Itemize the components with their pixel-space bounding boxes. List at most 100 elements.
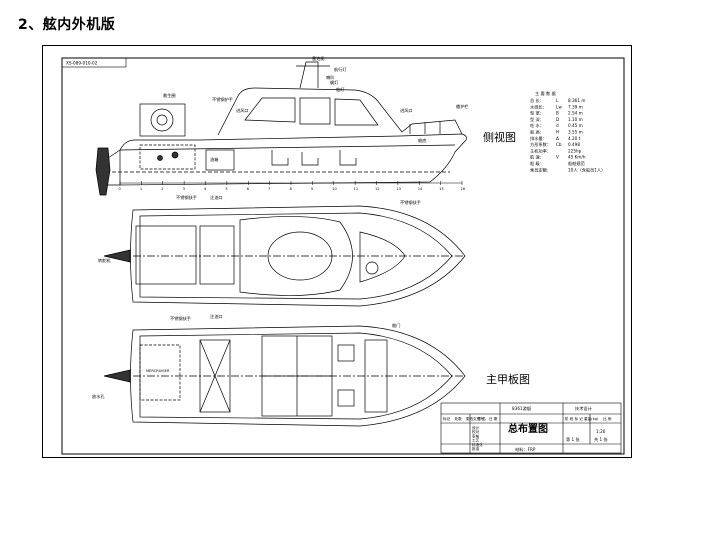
label-stern-light: 艉灯 [330, 79, 339, 86]
tb-row-label: 签 名 [478, 416, 487, 421]
particular-name: 水线长： [530, 103, 547, 110]
particular-symbol: D [556, 117, 559, 122]
deck-outboard [103, 369, 131, 383]
particular-value: 225hp [568, 148, 582, 153]
tb-scale: 1:20 [596, 429, 606, 434]
label-vent-side: 进风口 [236, 107, 249, 114]
label-steer-box: 转舵机 [98, 257, 111, 264]
particular-symbol: d [556, 123, 559, 128]
label-grab-rail-plan-2: 不锈钢扶手 [400, 199, 421, 206]
plan-view [103, 205, 466, 307]
frame-number: 5 [225, 187, 227, 191]
label-drain: 放水孔 [92, 393, 105, 400]
tb-material: 材料：FRP [515, 446, 536, 453]
frame-number: 2 [161, 187, 163, 191]
inner-border [61, 57, 625, 455]
plan-callouts: 不锈钢扶手 注油口 不锈钢扶手 转舵机 [98, 194, 421, 264]
label-hatch-deck: 舱门 [392, 322, 400, 329]
cabin-window-1 [244, 97, 296, 123]
label-side-light: 舷灯 [336, 86, 345, 93]
bow-rail [401, 119, 463, 135]
plan-windshield [359, 231, 406, 283]
frame-number: 11 [354, 187, 359, 191]
particular-symbol: Cb [556, 142, 562, 147]
label-nav-light: 航行灯 [334, 66, 347, 73]
tb-sheet: 第 1 张 [566, 436, 581, 443]
frame-number: 16 [461, 187, 466, 191]
side-callouts: 雷达桅 航行灯 喇叭 艉灯 舷灯 救生圈 不锈钢护手 进风口 进风口 艏护栏 油… [163, 55, 469, 163]
frame-number: 12 [375, 187, 380, 191]
drawing-number: XS-089-010-02 [66, 61, 98, 66]
seat-1 [271, 150, 289, 166]
drawing-sheet [42, 45, 632, 458]
label-bow-rail: 艏护栏 [456, 103, 469, 110]
label-fuel-inlet-deck: 注油口 [210, 313, 223, 320]
plan-cabin-top [239, 216, 353, 296]
plan-hull-outer [130, 205, 466, 307]
radar-mast [299, 61, 319, 89]
outboard-engine [95, 147, 111, 196]
particular-symbol: B [556, 111, 559, 116]
tb-col-label: 比 例 [603, 416, 612, 421]
tb-role: 批准 [472, 446, 480, 451]
title-block [440, 402, 622, 454]
tb-design-note: 技术设计 [575, 405, 592, 412]
frame-number: 10 [332, 187, 337, 191]
plan-outboard [103, 249, 131, 263]
particular-name: 主机功率： [530, 147, 551, 154]
particular-name: 排水量： [530, 135, 547, 142]
life-ring-frame [139, 103, 186, 137]
particular-symbol: Δ [556, 136, 559, 141]
label-stainless-rail: 不锈钢护手 [212, 96, 233, 103]
plan-aft-deck [135, 225, 197, 285]
particular-value: 10人（含船员1人） [568, 166, 605, 173]
particular-value: 船舶规范 [568, 160, 585, 167]
particulars-title: 主 要 数 据 [535, 90, 556, 97]
drawing-number-box: XS-089-010-02 [61, 57, 127, 68]
frame-number: 13 [396, 187, 401, 191]
frame-number: 1 [140, 187, 142, 191]
title-block-columns: 阶 段 标 记重量(kg) 比 例 [565, 416, 612, 421]
particular-value: 3.55 m [568, 130, 583, 135]
frame-number: 9 [311, 187, 314, 191]
section-heading: 2、舷内外机版 [18, 17, 116, 33]
deck-seat-1 [337, 344, 355, 362]
particular-name: 船 高： [530, 129, 544, 136]
particular-value: 7.39 m [568, 104, 583, 109]
particular-name: 吃 水： [530, 122, 544, 128]
frame-number: 14 [418, 187, 423, 191]
tb-col-label: 重量(kg) [584, 416, 599, 421]
particulars-table: 主 要 数 据 [535, 90, 556, 97]
frame-number: 0 [119, 187, 122, 191]
particular-symbol: V [556, 155, 559, 160]
deck-view [103, 325, 466, 427]
deck-hull-outer [130, 325, 466, 427]
side-hull [119, 133, 467, 186]
plan-seat-block [199, 225, 235, 285]
label-grab-rail-plan-1: 不锈钢扶手 [176, 194, 197, 201]
tb-role: 审核 [472, 433, 480, 438]
frame-number: 3 [183, 187, 185, 191]
particular-value: 0.45 m [568, 123, 583, 128]
cabin-window-3 [334, 98, 379, 126]
frame-number: 15 [439, 187, 444, 191]
frame-number: 6 [247, 187, 250, 191]
frame-number: 7 [268, 187, 270, 191]
particular-value: 2.54 m [568, 111, 583, 116]
label-grab-rail-deck: 不锈钢扶手 [170, 315, 191, 322]
label-bilge: 舱底 [418, 137, 426, 144]
side-view [95, 61, 467, 196]
tb-row-label: 处数 [455, 416, 463, 421]
label-fuel-inlet-plan: 注油口 [210, 194, 223, 201]
seat-2 [301, 152, 319, 166]
tb-col-label: 阶 段 标 记 [565, 416, 583, 421]
tb-role: 工艺 [472, 438, 480, 443]
particular-name: 船 级： [530, 160, 544, 167]
tb-role: 设计 [472, 425, 480, 430]
life-ring-inner [156, 114, 168, 126]
cabin-window-2 [299, 97, 331, 125]
tb-drawing-title: 总布置图 [508, 422, 548, 435]
seat-3 [339, 150, 357, 166]
particular-value: 8.361 m [568, 98, 585, 103]
